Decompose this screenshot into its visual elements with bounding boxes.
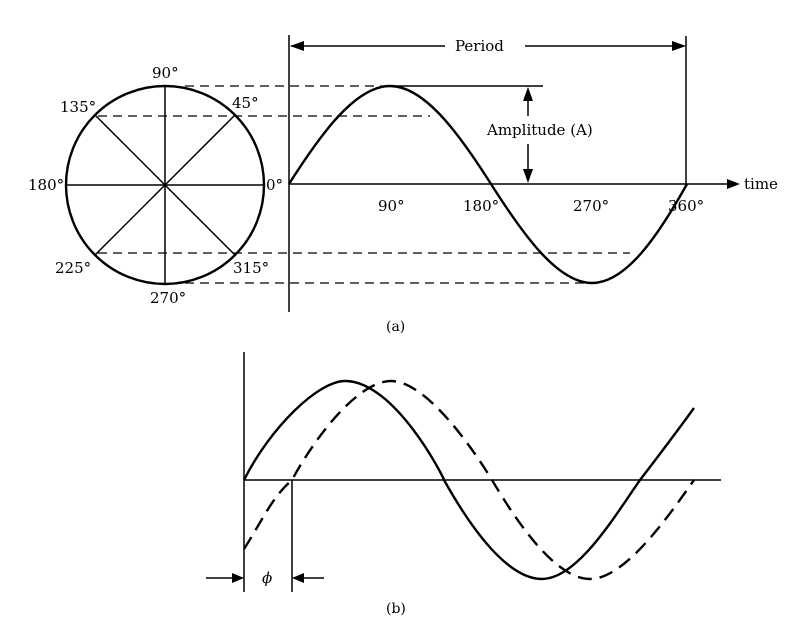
angle-label-90: 90° — [152, 64, 179, 82]
caption-b: (b) — [386, 601, 406, 617]
period-arrowhead-right — [672, 41, 686, 51]
angle-label-45: 45° — [232, 94, 259, 112]
time-axis-label: time — [744, 175, 778, 193]
phase-arrowhead-right — [292, 573, 304, 583]
caption-a: (a) — [386, 319, 405, 335]
period-dimension: Period — [290, 36, 687, 184]
period-label: Period — [455, 37, 504, 55]
sine-wave — [287, 84, 689, 285]
angle-label-315: 315° — [233, 259, 269, 277]
phase-arrowhead-left — [232, 573, 244, 583]
time-axis-arrowhead — [727, 179, 740, 189]
part-a: 90° 45° 135° 180° 0° 225° 315° 270° time — [28, 35, 778, 335]
amplitude-arrowhead-up — [523, 87, 533, 101]
amplitude-arrowhead-down — [523, 169, 533, 183]
phase-shifted-wave — [242, 379, 695, 581]
tick-label-180: 180° — [463, 197, 499, 215]
circle-diameter-135 — [94, 114, 236, 256]
tick-label-270: 270° — [573, 197, 609, 215]
phase-dimension: ϕ — [206, 569, 324, 587]
degree-ticks: 90° 180° 270° 360° — [378, 197, 704, 215]
angle-label-135: 135° — [60, 98, 96, 116]
angle-label-180: 180° — [28, 176, 64, 194]
phase-circle: 90° 45° 135° 180° 0° 225° 315° 270° — [28, 64, 283, 307]
angle-label-0: 0° — [266, 176, 283, 194]
period-arrowhead-left — [290, 41, 304, 51]
amplitude-label: Amplitude (A) — [486, 121, 593, 139]
part-b: ϕ (b) — [206, 352, 721, 617]
wave-axes: time — [288, 35, 778, 312]
angle-label-225: 225° — [55, 259, 91, 277]
phase-label: ϕ — [262, 569, 272, 587]
reference-sine-wave — [242, 379, 695, 581]
angle-label-270: 270° — [150, 289, 186, 307]
tick-label-90: 90° — [378, 197, 405, 215]
tick-label-360: 360° — [668, 197, 704, 215]
amplitude-dimension: Amplitude (A) — [390, 85, 593, 183]
